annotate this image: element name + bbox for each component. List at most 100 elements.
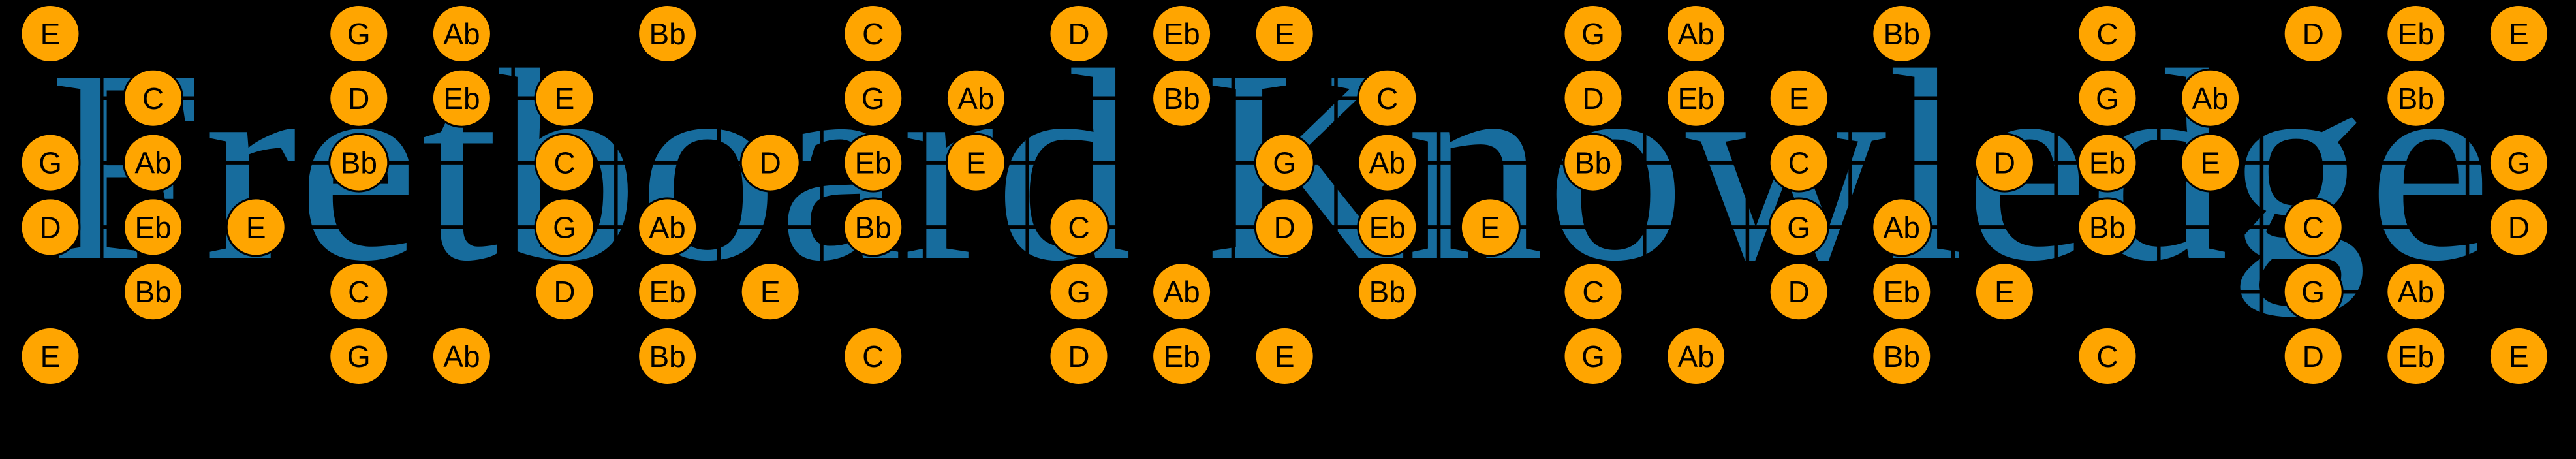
note-circle: [1254, 4, 1315, 63]
note-label: D: [2303, 340, 2324, 373]
note-label: Bb: [1884, 17, 1920, 51]
note-circle: [637, 197, 698, 257]
note-label: E: [1480, 210, 1500, 244]
note-circle: [431, 4, 492, 63]
note-label: E: [246, 210, 266, 244]
note-marker: Bb: [1151, 68, 1213, 128]
note-marker: E: [2488, 326, 2549, 386]
note-marker: C: [123, 68, 184, 128]
note-label: E: [2509, 17, 2529, 51]
note-circle: [1974, 262, 2035, 322]
note-label: C: [142, 82, 164, 116]
note-circle: [739, 133, 801, 193]
note-label: Eb: [1677, 82, 1714, 116]
note-marker: Eb: [1666, 68, 1727, 128]
note-label: E: [2509, 340, 2529, 373]
note-circle: [1048, 197, 1110, 257]
note-circle: [1151, 262, 1213, 322]
note-marker: Eb: [2077, 133, 2138, 193]
note-circle: [1562, 4, 1624, 63]
note-label: C: [2096, 340, 2118, 373]
note-marker: E: [225, 197, 287, 257]
note-label: Bb: [649, 340, 685, 373]
note-marker: Bb: [1562, 133, 1624, 193]
note-circle: [328, 68, 390, 128]
note-marker: Ab: [1666, 4, 1727, 63]
note-label: G: [861, 82, 885, 116]
note-label: Eb: [2089, 146, 2126, 180]
note-marker: G: [328, 326, 390, 386]
note-marker: E: [1974, 262, 2035, 322]
note-marker: G: [2282, 262, 2344, 322]
note-marker: Eb: [123, 197, 184, 257]
note-label: Eb: [1884, 275, 1920, 309]
note-circle: [637, 326, 698, 386]
note-marker: E: [20, 4, 81, 63]
note-circle: [20, 133, 81, 193]
note-circle: [2077, 133, 2138, 193]
note-marker: E: [20, 326, 81, 386]
note-label: Eb: [2398, 17, 2434, 51]
note-marker: C: [534, 133, 595, 193]
note-label: Eb: [1163, 340, 1200, 373]
note-marker: Eb: [2385, 326, 2447, 386]
note-marker: Eb: [431, 68, 492, 128]
note-marker: Bb: [637, 4, 698, 63]
note-marker: G: [1562, 4, 1624, 63]
note-marker: D: [1254, 197, 1315, 257]
note-label: C: [2303, 210, 2324, 244]
note-circle: [123, 197, 184, 257]
note-label: Eb: [1369, 210, 1406, 244]
note-label: D: [1068, 17, 1089, 51]
note-circle: [328, 262, 390, 322]
note-label: Bb: [2089, 210, 2126, 244]
note-circle: [1254, 197, 1315, 257]
note-label: D: [1582, 82, 1604, 116]
note-marker: Ab: [431, 4, 492, 63]
note-circle: [1357, 262, 1418, 322]
note-label: Bb: [1163, 82, 1200, 116]
note-label: E: [40, 17, 61, 51]
note-label: G: [1581, 340, 1605, 373]
note-marker: E: [1768, 68, 1829, 128]
note-label: C: [1376, 82, 1398, 116]
note-circle: [1357, 197, 1418, 257]
note-marker: Eb: [2385, 4, 2447, 63]
note-circle: [328, 4, 390, 63]
note-marker: Ab: [945, 68, 1006, 128]
note-marker: C: [843, 4, 904, 63]
note-marker: E: [1254, 4, 1315, 63]
note-label: E: [40, 340, 61, 373]
note-label: E: [1275, 340, 1295, 373]
note-label: C: [1068, 210, 1089, 244]
note-circle: [225, 197, 287, 257]
note-label: Ab: [2192, 82, 2228, 116]
note-circle: [1768, 262, 1829, 322]
note-circle: [534, 262, 595, 322]
note-marker: Bb: [843, 197, 904, 257]
note-marker: C: [2077, 4, 2138, 63]
note-circle: [2077, 68, 2138, 128]
note-circle: [2488, 197, 2549, 257]
note-label: Ab: [443, 17, 480, 51]
note-circle: [1768, 133, 1829, 193]
note-label: Ab: [1677, 17, 1714, 51]
note-label: Ab: [1163, 275, 1200, 309]
note-marker: E: [2488, 4, 2549, 63]
note-label: Bb: [1884, 340, 1920, 373]
note-marker: Ab: [1357, 133, 1418, 193]
note-circle: [20, 4, 81, 63]
note-circle: [123, 262, 184, 322]
note-label: E: [1789, 82, 1809, 116]
note-circle: [1048, 326, 1110, 386]
note-marker: Ab: [1151, 262, 1213, 322]
note-label: E: [966, 146, 986, 180]
note-circle: [20, 326, 81, 386]
note-marker: Bb: [2385, 68, 2447, 128]
note-label: G: [1581, 17, 1605, 51]
note-circle: [1048, 4, 1110, 63]
note-marker: D: [20, 197, 81, 257]
note-marker: G: [328, 4, 390, 63]
note-label: D: [1068, 340, 1089, 373]
